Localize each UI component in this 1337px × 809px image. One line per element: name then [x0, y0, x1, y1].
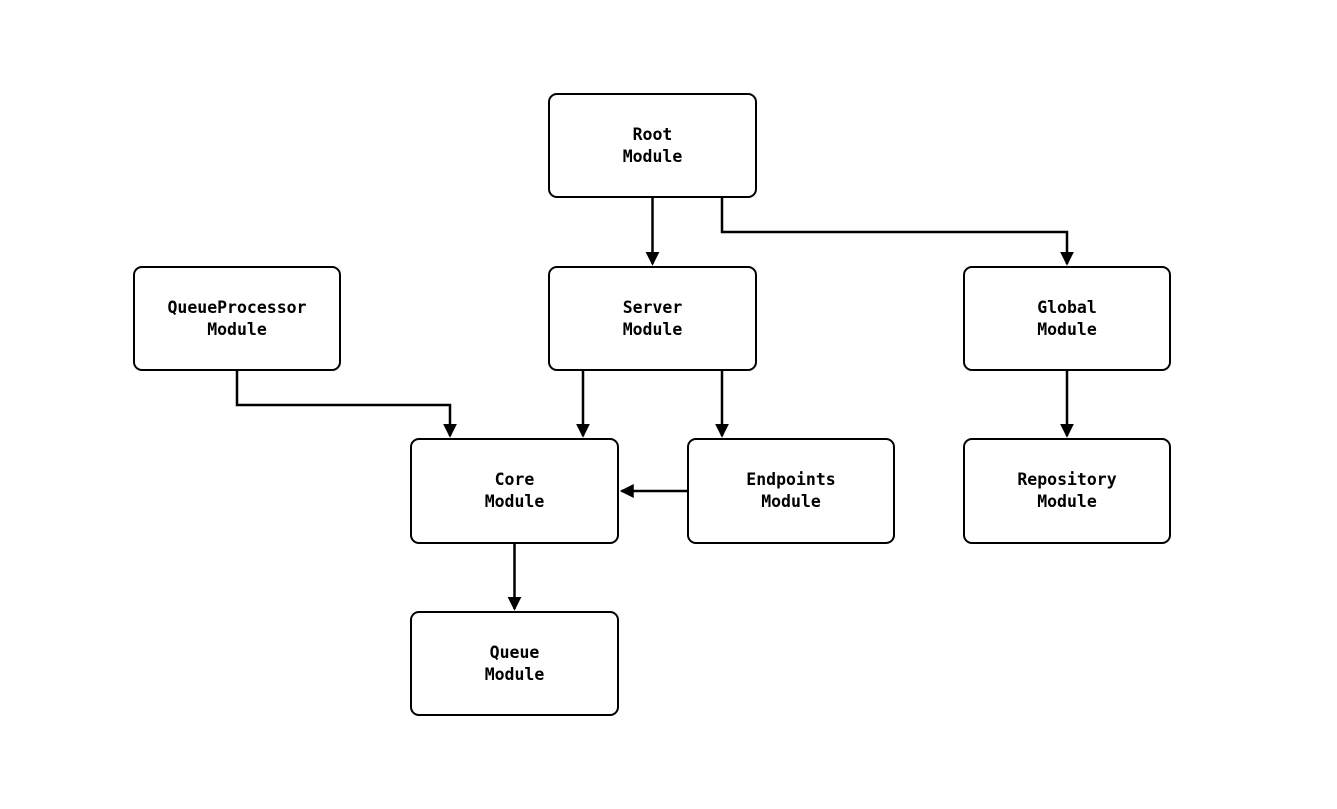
node-queueprocessor-module: QueueProcessor Module [133, 266, 341, 371]
node-queue-module: Queue Module [410, 611, 619, 716]
node-root-module-label: Root Module [622, 124, 683, 166]
node-endpoints-module: Endpoints Module [687, 438, 895, 544]
node-global-module-label: Global Module [1037, 297, 1097, 339]
node-server-module: Server Module [548, 266, 757, 371]
node-server-module-label: Server Module [622, 297, 683, 339]
node-core-module-label: Core Module [484, 470, 545, 511]
edge-queueprocessor-to-core [235, 371, 457, 438]
node-root-module: Root Module [548, 93, 757, 198]
node-endpoints-module-label: Endpoints Module [746, 470, 836, 511]
node-repository-module-label: Repository Module [1017, 470, 1117, 511]
node-repository-module: Repository Module [963, 438, 1171, 544]
node-queueprocessor-module-label: QueueProcessor Module [167, 297, 307, 339]
node-core-module: Core Module [410, 438, 619, 544]
edge-root-to-global [720, 198, 1074, 266]
node-queue-module-label: Queue Module [484, 642, 545, 684]
node-global-module: Global Module [963, 266, 1171, 371]
